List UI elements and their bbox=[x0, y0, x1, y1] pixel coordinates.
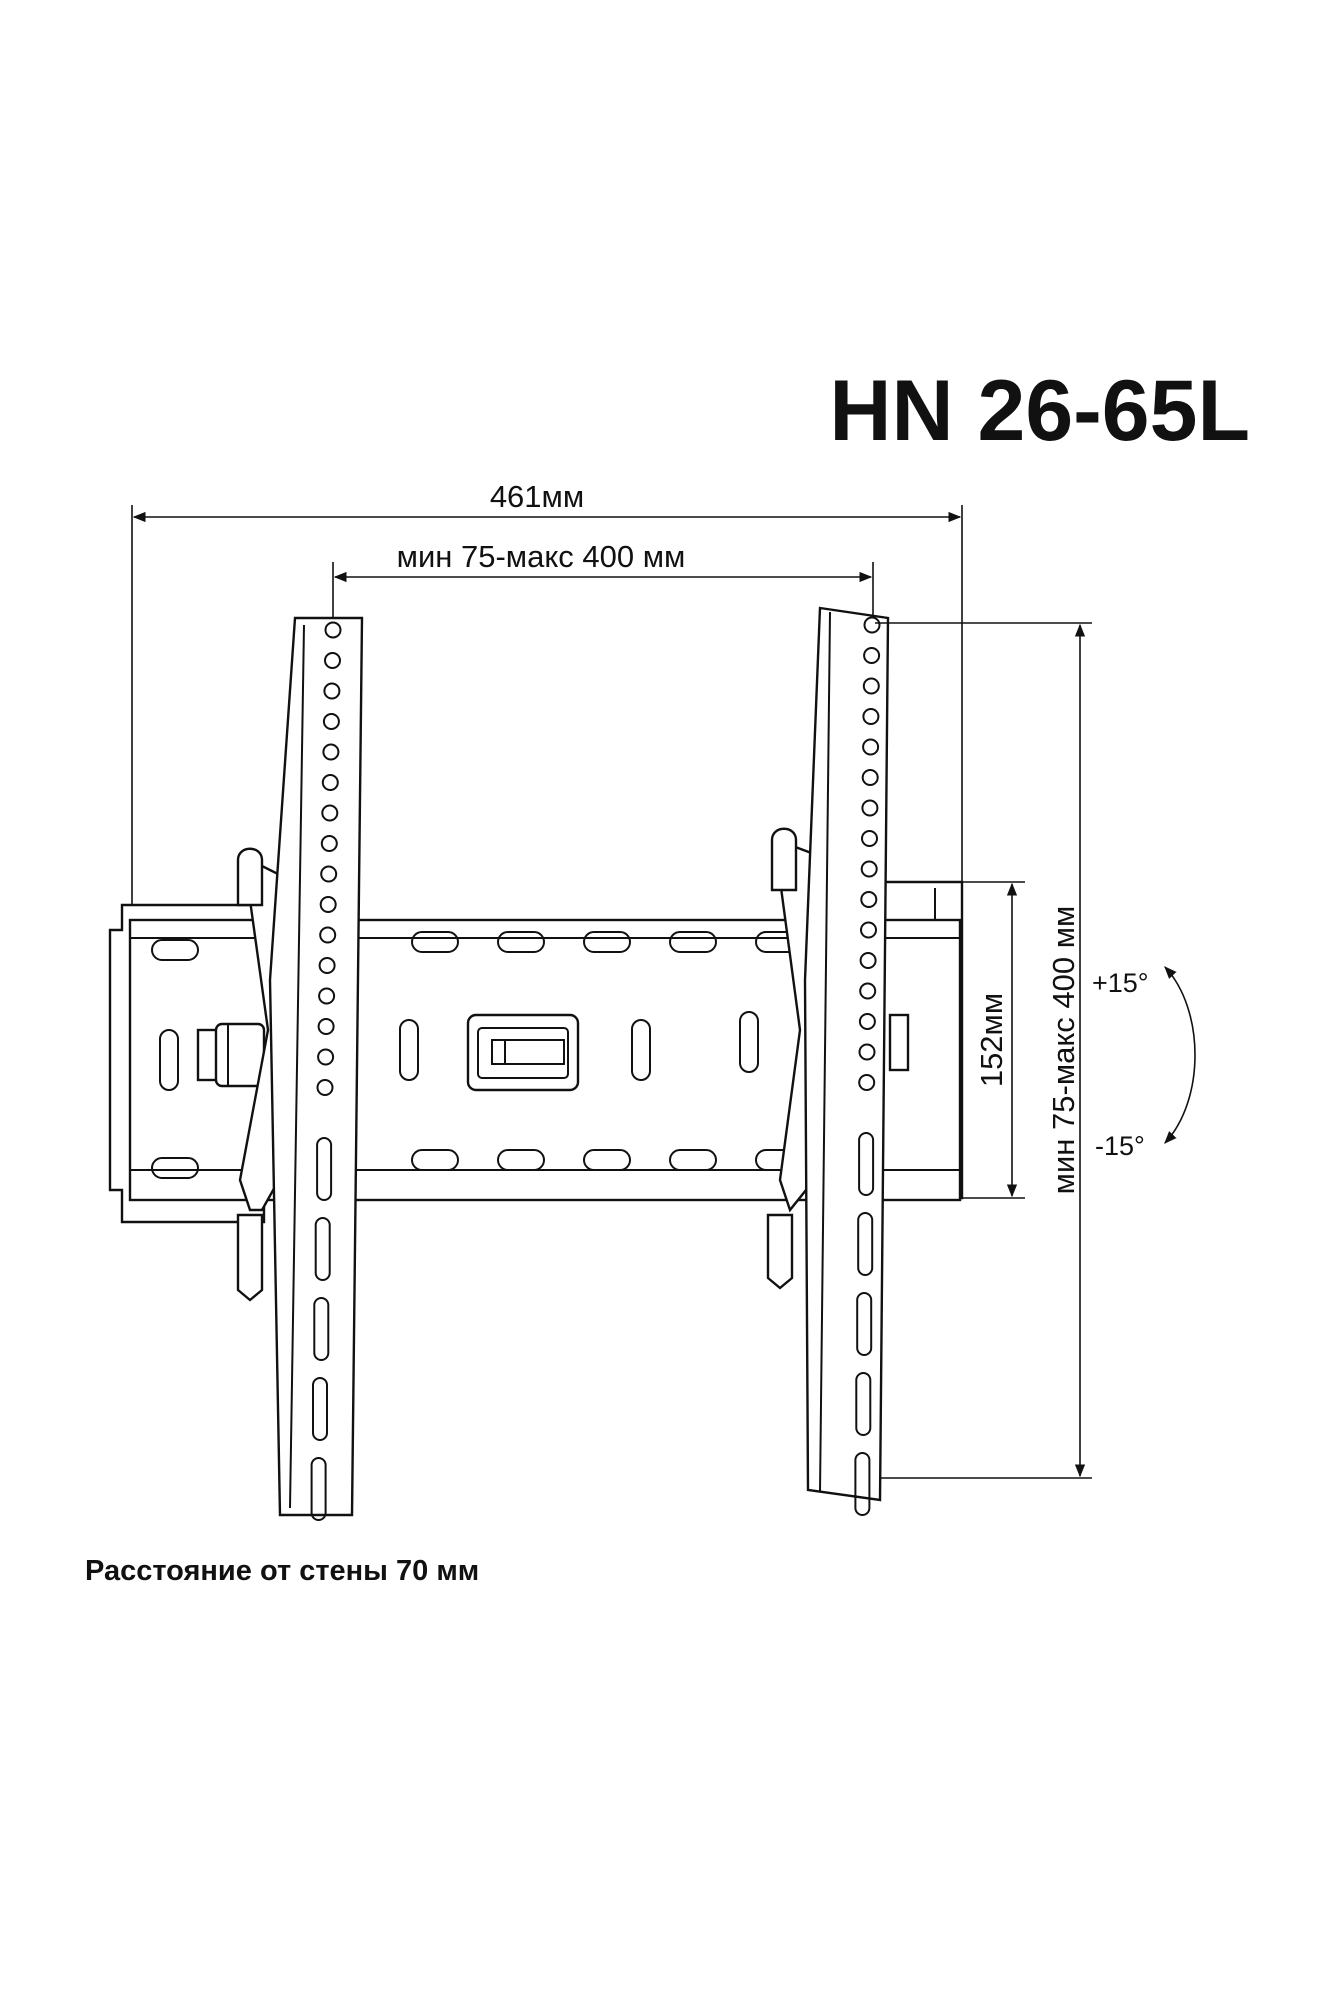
right-arm-slot bbox=[854, 1452, 871, 1516]
tilt-knob-left bbox=[196, 1022, 266, 1088]
center-lock bbox=[466, 1013, 580, 1092]
right-arm-hole bbox=[858, 1043, 876, 1061]
left-arm-slot bbox=[313, 1297, 330, 1361]
right-arm-hole bbox=[862, 708, 880, 725]
right-arm-hole bbox=[861, 769, 879, 786]
right-arm-hole bbox=[858, 1013, 876, 1030]
right-arm-hole bbox=[860, 860, 878, 878]
left-arm-hole bbox=[323, 682, 341, 700]
lower-slot-row bbox=[151, 1149, 803, 1179]
right-arm-hole bbox=[859, 982, 877, 1000]
right-arm-hole bbox=[861, 799, 879, 817]
left-arm-hole bbox=[320, 865, 338, 883]
right-arm bbox=[766, 606, 890, 1516]
right-arm-hole bbox=[863, 616, 881, 634]
left-arm-holes bbox=[310, 621, 342, 1521]
right-arm-hole bbox=[861, 830, 878, 847]
right-arm-hole bbox=[860, 891, 878, 908]
right-arm-slot bbox=[856, 1292, 873, 1356]
left-arm-hole bbox=[318, 957, 336, 974]
right-arm-slot bbox=[855, 1372, 872, 1436]
hole-spacing-horizontal-dimension: мин 75-макс 400 мм bbox=[332, 539, 874, 625]
overall-width-dimension: 461мм bbox=[131, 479, 963, 905]
hole-spacing-vertical-dimension: мин 75-макс 400 мм bbox=[875, 622, 1092, 1479]
left-arm-hole bbox=[317, 1018, 335, 1035]
left-arm-slot bbox=[314, 1217, 331, 1281]
model-title: HN 26-65L bbox=[829, 363, 1250, 459]
left-arm-hole bbox=[319, 926, 337, 944]
left-arm-hole bbox=[324, 652, 341, 669]
tilt-down-label: -15° bbox=[1095, 1131, 1145, 1161]
left-arm-hole bbox=[322, 713, 340, 730]
left-arm-hole bbox=[320, 835, 338, 852]
left-arm-hole bbox=[321, 774, 339, 791]
left-arm-hole bbox=[319, 896, 337, 913]
right-arm-slot bbox=[857, 1212, 874, 1276]
left-arm-hole bbox=[322, 743, 340, 761]
hole-spacing-horizontal-label: мин 75-макс 400 мм bbox=[397, 539, 686, 574]
left-arm-hole bbox=[316, 1079, 334, 1096]
wall-plate-height-label: 152мм bbox=[974, 993, 1009, 1087]
right-arm-hole bbox=[863, 647, 881, 664]
left-arm-hole bbox=[321, 804, 339, 822]
wall-plate-height-dimension: 152мм bbox=[962, 881, 1025, 1199]
left-arm-slot bbox=[316, 1137, 333, 1201]
wall-distance-label: Расстояние от стены 70 мм bbox=[85, 1555, 479, 1587]
right-arm-hole bbox=[862, 677, 880, 695]
left-arm bbox=[236, 616, 364, 1521]
tilt-indicator: +15° -15° bbox=[1092, 966, 1196, 1161]
right-arm-hole bbox=[862, 738, 880, 756]
right-arm-holes bbox=[854, 616, 881, 1516]
right-arm-hole bbox=[859, 952, 877, 969]
overall-width-label: 461мм bbox=[490, 479, 584, 514]
right-arm-slot bbox=[858, 1132, 875, 1196]
right-arm-hole bbox=[860, 921, 877, 939]
left-arm-slot bbox=[310, 1457, 327, 1521]
tilt-up-label: +15° bbox=[1092, 968, 1149, 998]
left-arm-hole bbox=[317, 1048, 335, 1066]
left-arm-slot bbox=[312, 1377, 328, 1441]
right-arm-hole bbox=[858, 1074, 876, 1091]
left-arm-hole bbox=[318, 987, 336, 1005]
hole-spacing-vertical-label: мин 75-макс 400 мм bbox=[1046, 906, 1081, 1195]
left-arm-hole bbox=[324, 621, 342, 639]
